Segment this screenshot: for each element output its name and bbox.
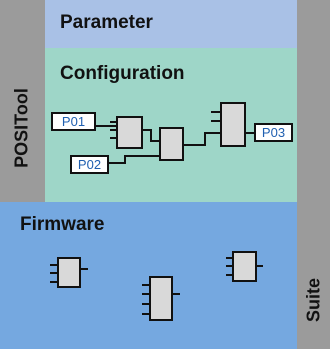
firmware-block3-pins	[226, 257, 263, 276]
parameter-band	[45, 0, 297, 48]
param-tag-p02-label: P02	[78, 157, 101, 172]
config-block3-pins	[211, 111, 255, 134]
firmware-block-1	[57, 257, 81, 288]
connector-block2-block3	[183, 132, 221, 146]
param-tag-p02: P02	[70, 155, 109, 174]
firmware-label: Firmware	[20, 214, 105, 235]
firmware-block-3	[232, 251, 257, 282]
suite-strip	[297, 0, 330, 349]
param-tag-p03: P03	[254, 123, 293, 142]
firmware-block2-pins	[142, 284, 180, 315]
positool-strip	[0, 0, 45, 202]
param-tag-p01-label: P01	[62, 114, 85, 129]
config-block-2	[159, 127, 184, 161]
param-tag-p01: P01	[51, 112, 96, 131]
connector-block1-block2	[142, 129, 160, 142]
config-block-1	[116, 116, 143, 149]
config-block1-pins	[110, 121, 149, 139]
firmware-block-2	[149, 276, 173, 321]
connector-p02-block2	[108, 155, 160, 164]
param-tag-p03-label: P03	[262, 125, 285, 140]
parameter-label: Parameter	[60, 12, 153, 33]
config-block2-pins	[152, 140, 190, 157]
configuration-label: Configuration	[60, 63, 185, 84]
config-block-3	[220, 102, 246, 147]
firmware-block1-pins	[50, 264, 88, 283]
